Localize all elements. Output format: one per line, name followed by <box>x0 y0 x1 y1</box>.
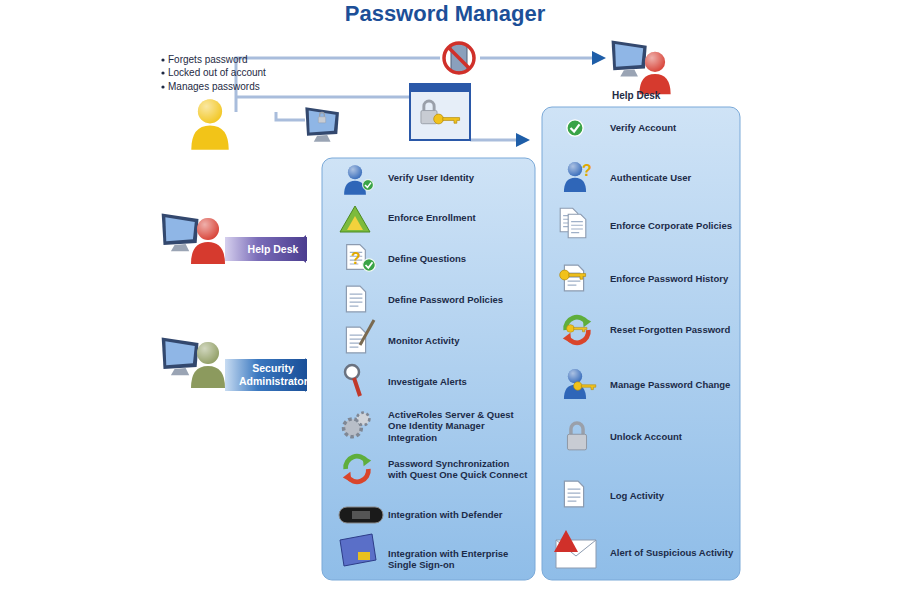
title: Password Manager <box>0 1 890 27</box>
feature-item: Verify Account <box>610 122 738 133</box>
feature-item: Alert of Suspicious Activity <box>610 547 738 558</box>
svg-text:?: ? <box>351 250 361 267</box>
feature-item: Enforce Corporate Policies <box>610 220 738 231</box>
feature-panel: Verify User IdentityEnforce EnrollmentDe… <box>322 158 535 580</box>
feature-item: Manage Password Change <box>610 379 738 390</box>
bullet-item: Manages passwords <box>168 81 260 92</box>
feature-item: Integration with Enterprise Single Sign-… <box>388 548 530 571</box>
feature-item: Unlock Account <box>610 431 738 442</box>
actor-name: Help Desk <box>612 90 660 101</box>
feature-item: Investigate Alerts <box>388 376 530 387</box>
feature-panel: Verify AccountAuthenticate UserEnforce C… <box>542 107 740 580</box>
band-label: Security Administrators <box>225 362 307 387</box>
actor-band: Help Desk <box>225 237 307 261</box>
svg-text:?: ? <box>582 162 592 179</box>
feature-item: ActiveRoles Server & Quest One Identity … <box>388 409 530 443</box>
feature-item: Log Activity <box>610 490 738 501</box>
feature-item: Monitor Activity <box>388 335 530 346</box>
feature-item: Verify User Identity <box>388 172 530 183</box>
actor-band: Security Administrators <box>225 359 307 391</box>
feature-item: Integration with Defender <box>388 509 530 520</box>
band-label: Help Desk <box>225 243 307 256</box>
feature-item: Authenticate User <box>610 172 738 183</box>
feature-item: Password Synchronization with Quest One … <box>388 458 530 481</box>
feature-item: Enforce Enrollment <box>388 212 530 223</box>
feature-item: Enforce Password History <box>610 273 738 284</box>
feature-item: Define Password Policies <box>388 294 530 305</box>
bullet-item: Forgets password <box>168 54 247 65</box>
bullet-item: Locked out of account <box>168 67 266 78</box>
feature-item: Define Questions <box>388 253 530 264</box>
feature-item: Reset Forgotten Password <box>610 324 738 335</box>
